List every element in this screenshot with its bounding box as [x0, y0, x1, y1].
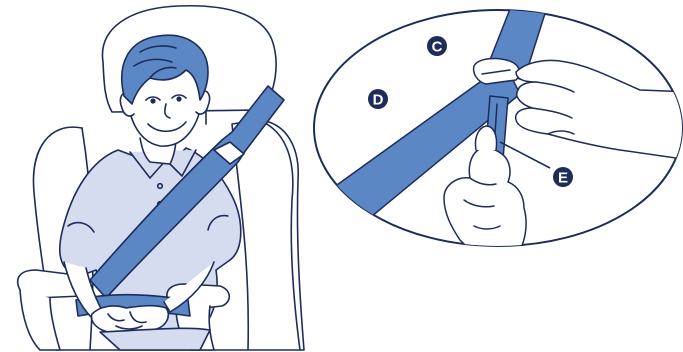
- child-shorts: [100, 328, 210, 350]
- callout-c-label: C: [432, 39, 443, 56]
- child-booster-scene: [18, 6, 304, 350]
- callout-d-label: D: [373, 92, 384, 109]
- callout-e-label: E: [558, 170, 568, 187]
- callout-d: D: [368, 89, 388, 109]
- pupil-left: [151, 99, 155, 103]
- callout-c: C: [427, 36, 447, 56]
- pupil-right: [177, 97, 181, 101]
- detail-inset: C D E: [314, 4, 683, 250]
